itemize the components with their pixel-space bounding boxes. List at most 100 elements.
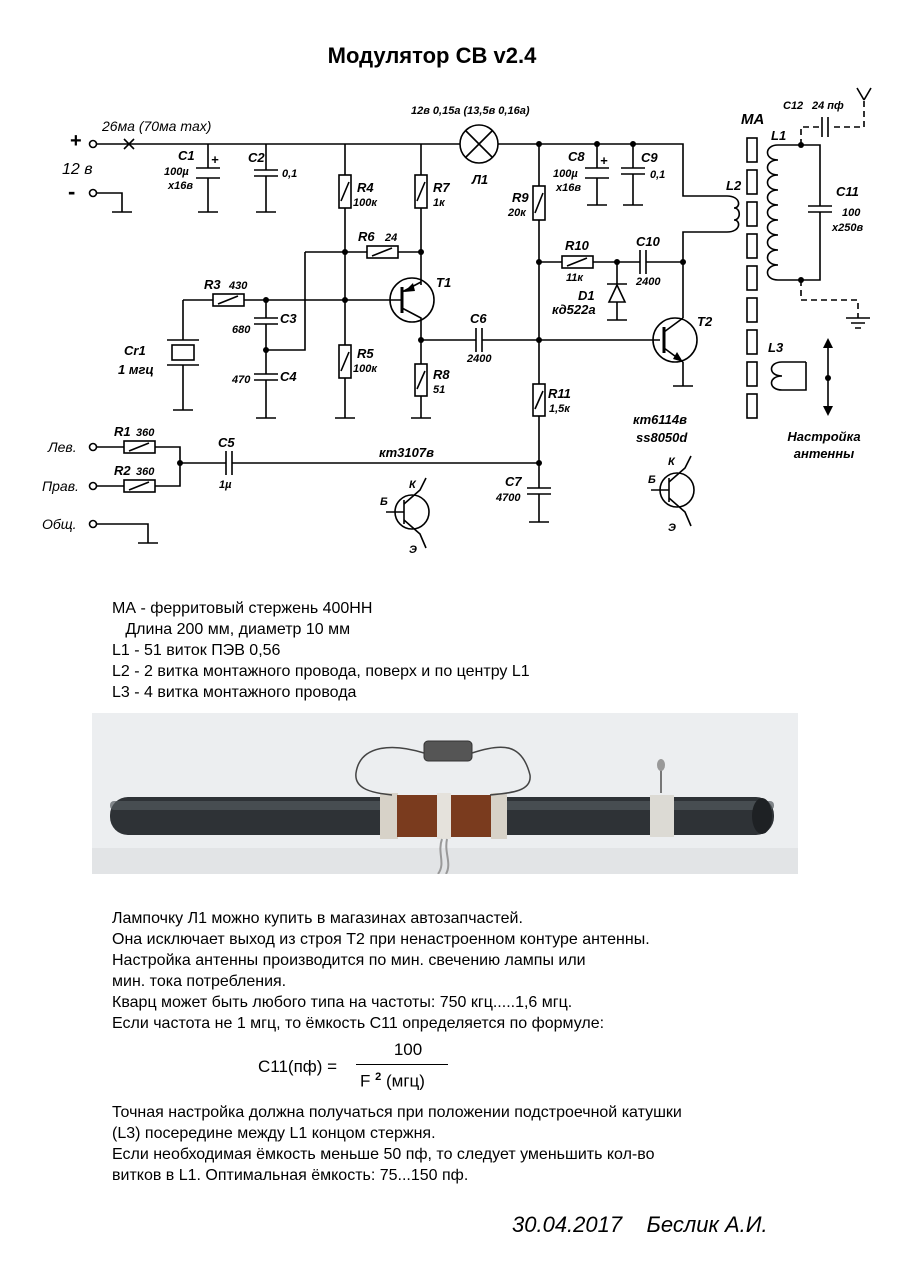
svg-text:К: К bbox=[668, 456, 676, 468]
r8-label: R8 bbox=[433, 367, 450, 382]
r8-resistor bbox=[414, 363, 428, 397]
minus-terminal bbox=[88, 188, 98, 198]
formula-numerator: 100 bbox=[393, 1040, 423, 1059]
c5-label: C5 bbox=[218, 435, 235, 450]
svg-text:К: К bbox=[409, 479, 417, 491]
t2-transistor bbox=[652, 317, 698, 363]
d1-label: D1 bbox=[578, 288, 595, 303]
minus-sign: - bbox=[68, 179, 75, 204]
description-line: Точная настройка должна получаться при п… bbox=[112, 1104, 682, 1121]
r6-wires bbox=[266, 251, 421, 351]
fraction-bar bbox=[356, 1064, 448, 1065]
c11-label: C11 bbox=[836, 184, 859, 199]
input-right-terminal bbox=[88, 481, 98, 491]
r5-label: R5 bbox=[357, 346, 374, 361]
r11-label: R11 bbox=[548, 386, 571, 401]
description-line: Кварц может быть любого типа на частоты:… bbox=[112, 994, 573, 1011]
c2-value: 0,1 bbox=[282, 168, 297, 180]
input-left-terminal bbox=[88, 442, 98, 452]
formula-lhs: С11(пф) = bbox=[258, 1057, 338, 1076]
description-line: Настройка антенны производится по мин. с… bbox=[112, 952, 586, 969]
rod-label: МА bbox=[741, 111, 764, 128]
description-line: Лампочку Л1 можно купить в магазинах авт… bbox=[112, 910, 523, 927]
r4-value: 100к bbox=[353, 197, 378, 209]
r5-value: 100к bbox=[353, 363, 378, 375]
c8-voltage: x16в bbox=[555, 182, 581, 194]
svg-text:+: + bbox=[211, 152, 219, 167]
common-ground-wire bbox=[96, 523, 158, 544]
t2-pinout: К Б Э bbox=[648, 455, 695, 534]
ground-dashed bbox=[800, 280, 859, 318]
t2-type2: ss8050d bbox=[636, 430, 688, 445]
c12-value: 24 пф bbox=[811, 100, 844, 112]
r9-resistor bbox=[532, 185, 546, 221]
note-line: L1 - 51 виток ПЭВ 0,56 bbox=[112, 642, 281, 659]
ferrite-rod bbox=[746, 137, 758, 419]
supply-voltage: 12 в bbox=[62, 161, 93, 178]
input-common-terminal bbox=[88, 519, 98, 529]
c11-value: 100 bbox=[842, 207, 861, 219]
c8-label: C8 bbox=[568, 149, 585, 164]
note-line: МА - ферритовый стержень 400НН bbox=[112, 600, 373, 617]
antenna-icon bbox=[856, 87, 872, 101]
r1-resistor bbox=[123, 440, 156, 454]
r7-resistor bbox=[414, 174, 428, 209]
r3-label: R3 bbox=[204, 277, 221, 292]
input-wires bbox=[96, 446, 539, 487]
r2-value: 360 bbox=[136, 466, 155, 478]
description-line: (L3) посередине между L1 концом стержня. bbox=[112, 1125, 436, 1142]
supply-current: 26ма (70ма max) bbox=[101, 118, 211, 134]
c1-label: C1 bbox=[178, 148, 195, 163]
c7-label: C7 bbox=[505, 474, 522, 489]
lamp-cross bbox=[465, 130, 493, 158]
c8-capacitor bbox=[585, 144, 609, 206]
input-left-label: Лев. bbox=[47, 439, 77, 455]
description: Лампочку Л1 можно купить в магазинах авт… bbox=[112, 908, 650, 1034]
r4-r5-wires bbox=[335, 144, 355, 419]
c6-label: C6 bbox=[470, 311, 487, 326]
l2-label: L2 bbox=[726, 178, 742, 193]
r6-label: R6 bbox=[358, 229, 375, 244]
c2-label: C2 bbox=[248, 150, 265, 165]
c5-value: 1µ bbox=[219, 479, 232, 491]
input-common-label: Общ. bbox=[42, 516, 77, 532]
t1-label: T1 bbox=[436, 275, 451, 290]
ground-icon bbox=[846, 317, 870, 329]
r2-label: R2 bbox=[114, 463, 131, 478]
c12-wires bbox=[800, 100, 865, 145]
c10-value: 2400 bbox=[635, 276, 661, 288]
r4-resistor bbox=[338, 174, 352, 209]
c2-capacitor bbox=[254, 144, 278, 213]
r3-value: 430 bbox=[228, 280, 248, 292]
c8-value: 100µ bbox=[553, 168, 578, 180]
t1-pinout: К Б Э bbox=[380, 477, 430, 556]
c3-value: 680 bbox=[232, 324, 251, 336]
r10-label: R10 bbox=[565, 238, 590, 253]
description-line: Если частота не 1 мгц, то ёмкость С11 оп… bbox=[112, 1015, 605, 1032]
rod-photo bbox=[92, 713, 798, 874]
rod-notes: МА - ферритовый стержень 400НН Длина 200… bbox=[112, 598, 530, 703]
c5-capacitor bbox=[225, 451, 233, 475]
r9-label: R9 bbox=[512, 190, 529, 205]
svg-text:Б: Б bbox=[380, 496, 388, 508]
tuning-label-1: Настройка bbox=[787, 429, 860, 444]
description-line: мин. тока потребления. bbox=[112, 973, 287, 990]
svg-text:+: + bbox=[600, 153, 608, 168]
r6-value: 24 bbox=[384, 232, 397, 244]
c9-capacitor bbox=[621, 144, 645, 206]
break-mark bbox=[123, 138, 135, 150]
description-line: Если необходимая ёмкость меньше 50 пф, т… bbox=[112, 1146, 655, 1163]
t2-label: T2 bbox=[697, 314, 713, 329]
crystal-label: Cr1 bbox=[124, 343, 146, 358]
r4-label: R4 bbox=[357, 180, 374, 195]
r1-label: R1 bbox=[114, 424, 131, 439]
crystal-icon bbox=[171, 344, 195, 361]
description-line: Она исключает выход из строя T2 при нена… bbox=[112, 931, 650, 948]
t1-type: кт3107в bbox=[379, 445, 434, 460]
l1-label: L1 bbox=[771, 128, 786, 143]
svg-text:Э: Э bbox=[409, 544, 417, 556]
schematic: Модулятор СВ v2.4 + 12 в - 26ма (70ма ma… bbox=[42, 43, 872, 556]
note-line: Длина 200 мм, диаметр 10 мм bbox=[112, 621, 351, 638]
l1-coil bbox=[766, 144, 801, 281]
r11-value: 1,5к bbox=[549, 403, 571, 415]
